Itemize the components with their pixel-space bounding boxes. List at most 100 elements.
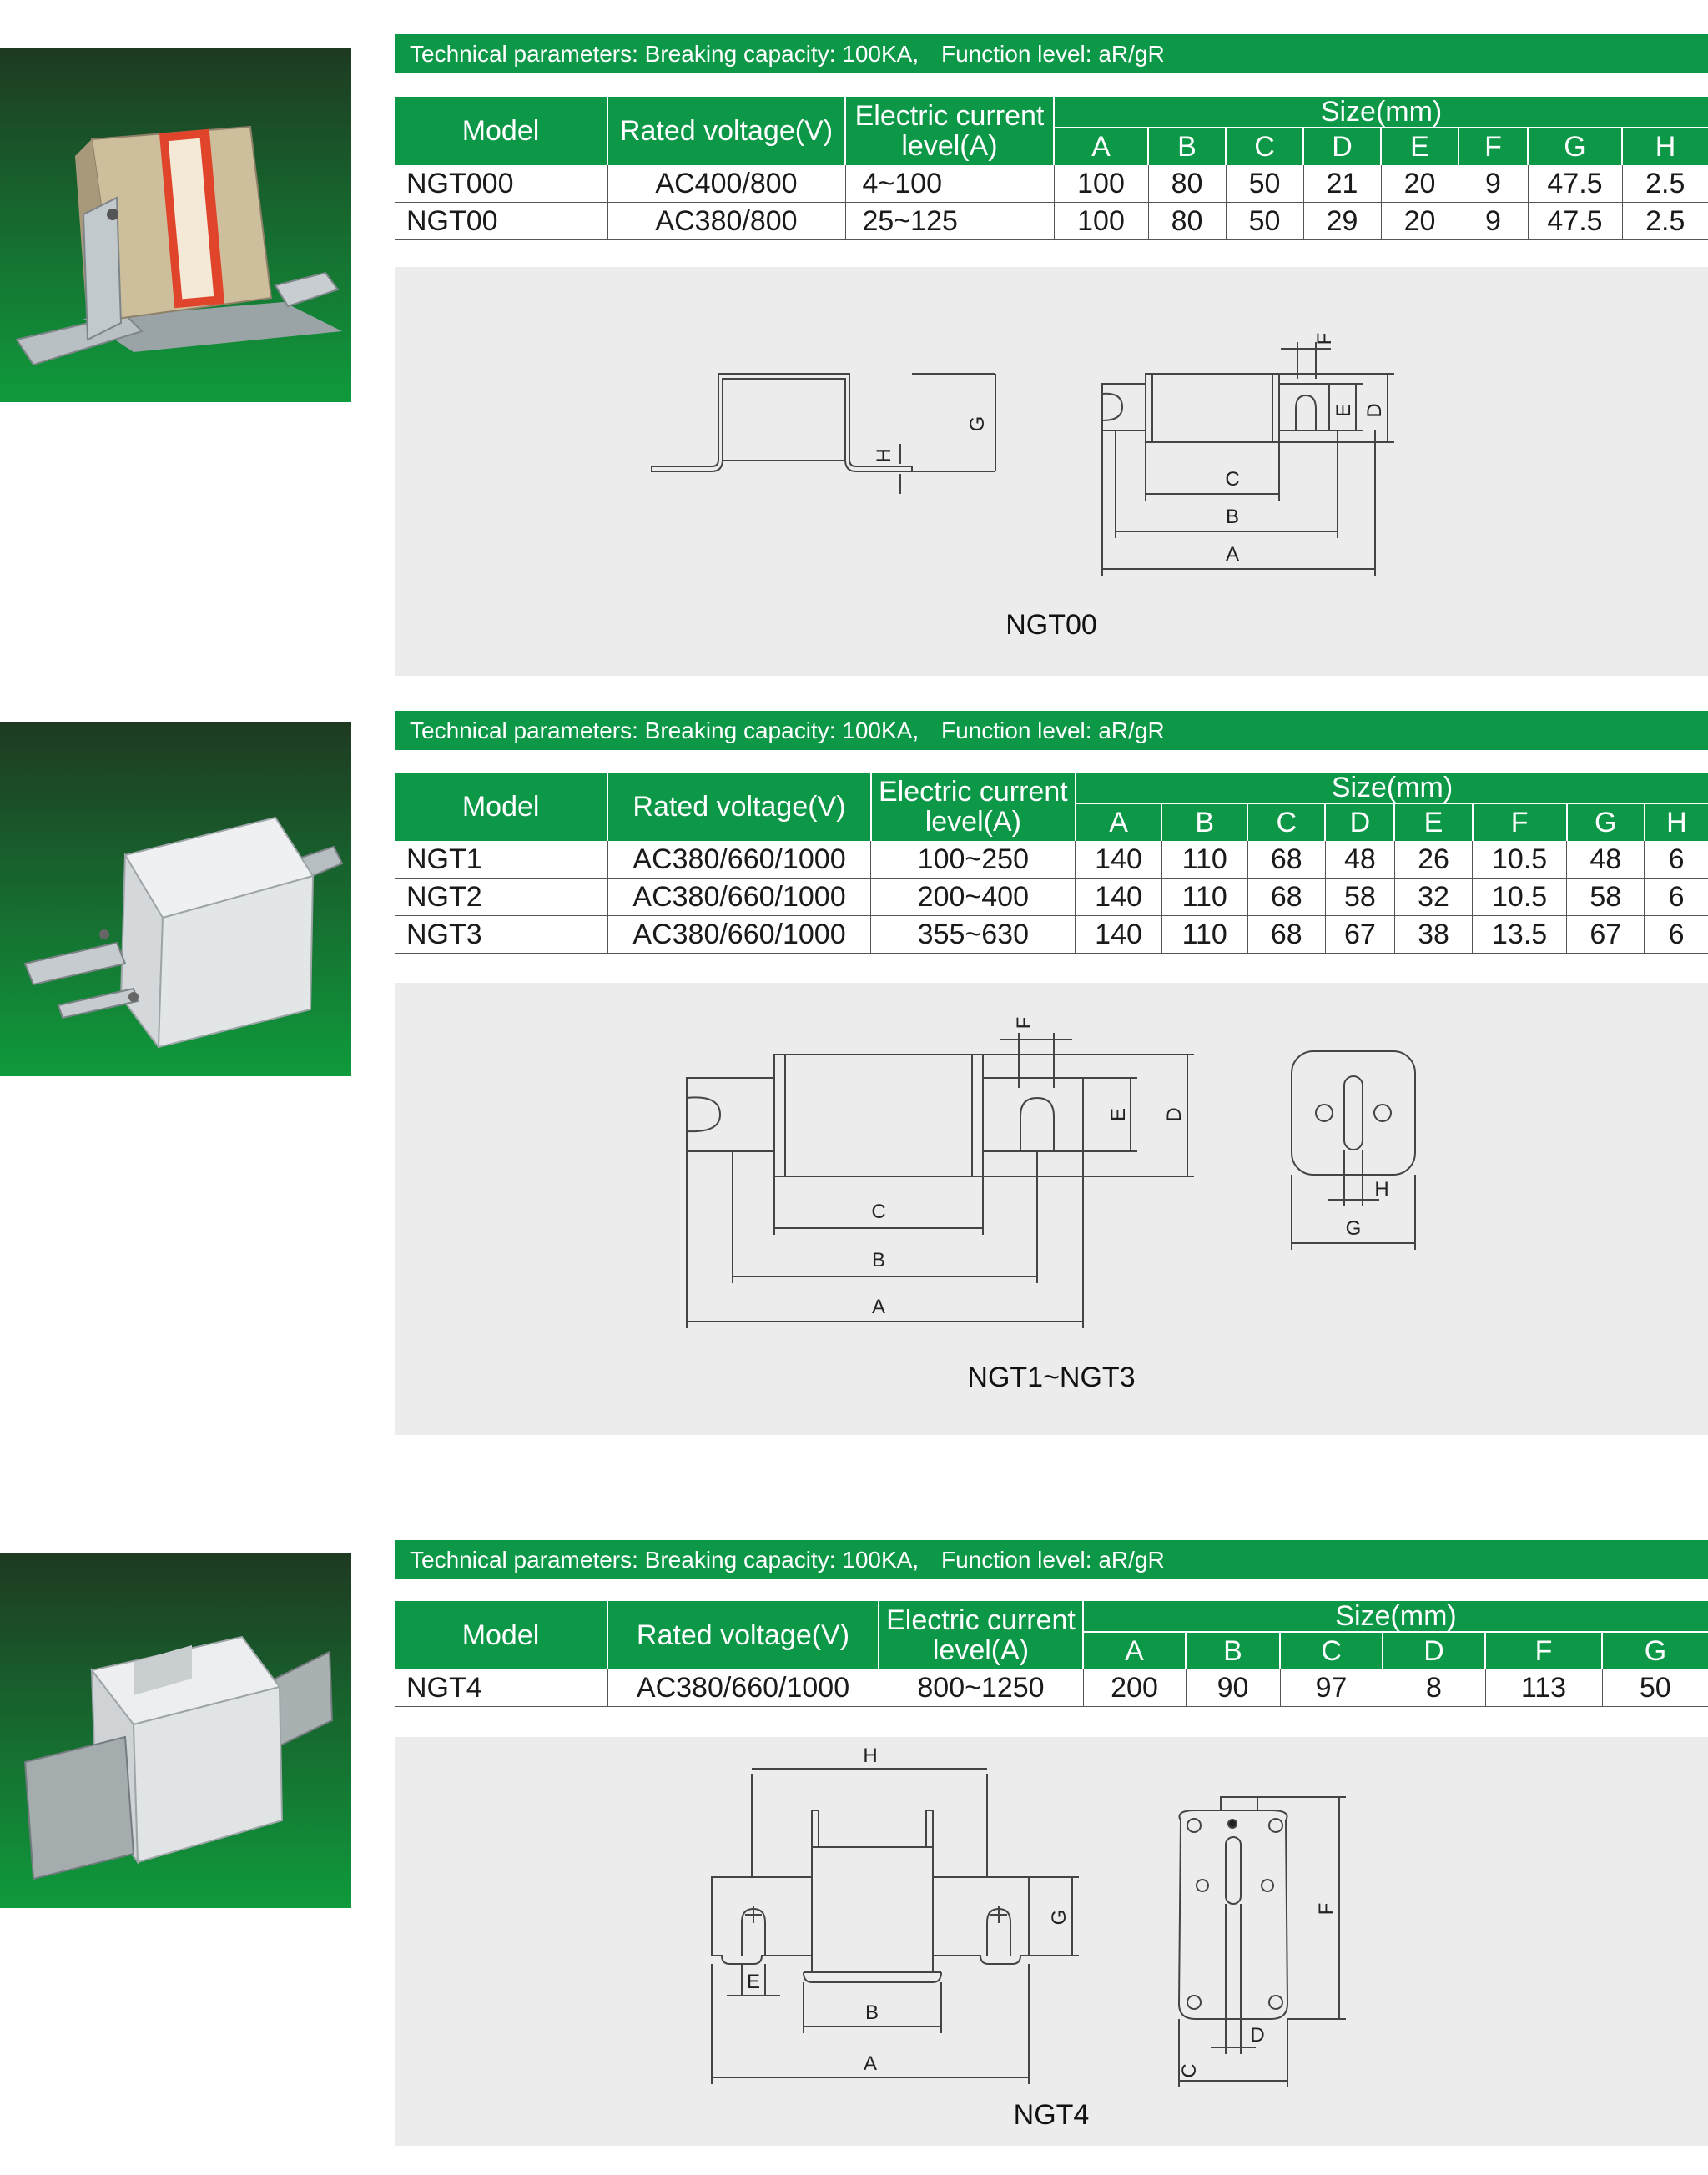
cell-size: 13.5 <box>1472 915 1567 954</box>
dim-label-f: F <box>1315 1903 1338 1916</box>
dim-line-g <box>1291 1175 1416 1250</box>
dim-label-e: E <box>747 1971 760 1993</box>
dim-line-e <box>727 1964 780 1996</box>
tech-params-banner: Technical parameters: Breaking capacity:… <box>395 1540 1708 1579</box>
dim-label-h: H <box>1374 1178 1388 1201</box>
dim-label-b: B <box>1226 506 1239 528</box>
cell-current: 200~400 <box>870 878 1076 916</box>
dim-label-a: A <box>872 1296 885 1318</box>
cell-model: NGT3 <box>395 915 608 954</box>
fuse-body <box>811 1846 934 1973</box>
header-model: Model <box>395 773 608 841</box>
function-level-text: Function level: aR/gR <box>941 1547 1165 1573</box>
cell-size: 9 <box>1458 165 1528 203</box>
slot-centers <box>745 1906 1007 1923</box>
cell-size: 6 <box>1644 878 1708 916</box>
size-col-header: G <box>1601 1631 1708 1669</box>
right-blade <box>932 1876 1030 1965</box>
dim-line-d <box>1211 1904 1256 2054</box>
cell-size: 6 <box>1644 841 1708 879</box>
dim-label-b: B <box>865 2001 879 2024</box>
dim-label-g: G <box>966 416 989 432</box>
screw-mid-left <box>1196 1879 1209 1892</box>
cell-size: 48 <box>1324 841 1395 879</box>
dim-line-c <box>1145 442 1280 501</box>
dim-line-f <box>1000 1033 1072 1088</box>
size-col-header: B <box>1185 1631 1280 1669</box>
dim-label-c: C <box>1178 2063 1201 2077</box>
dim-line-b <box>803 1982 942 2033</box>
cell-voltage: AC400/800 <box>607 165 845 203</box>
header-model: Model <box>395 97 607 165</box>
header-size: Size(mm) <box>1052 97 1708 128</box>
size-col-header: D <box>1302 127 1381 165</box>
dimension-drawing-ngt00: C B A E D F G H NGT00 <box>395 267 1708 676</box>
dim-label-d: D <box>1163 1107 1186 1121</box>
cell-size: 26 <box>1393 841 1473 879</box>
size-col-header: F <box>1471 803 1567 841</box>
cell-size: 68 <box>1247 841 1326 879</box>
table-row: NGT4 AC380/660/1000 800~1250 200 90 97 8… <box>395 1669 1708 1707</box>
top-view-body <box>1145 373 1280 443</box>
end-view-slot <box>1343 1075 1363 1150</box>
size-col-header: D <box>1324 803 1395 841</box>
breaking-capacity-text: Technical parameters: Breaking capacity:… <box>410 1547 919 1573</box>
right-tab <box>982 1077 1084 1152</box>
size-col-header: C <box>1247 803 1326 841</box>
cell-model: NGT2 <box>395 878 608 916</box>
size-col-header: F <box>1458 127 1528 165</box>
size-col-header: A <box>1053 127 1148 165</box>
cell-size: 47.5 <box>1527 165 1622 203</box>
product-photo-ngt4 <box>0 1553 351 1908</box>
dim-label-h: H <box>863 1745 877 1767</box>
header-current: Electric current level(A) <box>878 1601 1083 1669</box>
breaking-capacity-text: Technical parameters: Breaking capacity:… <box>410 717 919 743</box>
cell-size: 90 <box>1185 1669 1280 1707</box>
header-size: Size(mm) <box>1082 1601 1708 1632</box>
size-col-header: C <box>1225 127 1303 165</box>
screw-top-right <box>1268 1818 1283 1833</box>
cell-size: 9 <box>1458 202 1528 240</box>
diagram-caption: NGT4 <box>1014 2099 1090 2131</box>
dim-line-b <box>732 1151 1038 1283</box>
screw-bottom-right <box>1268 1995 1283 2010</box>
cell-model: NGT00 <box>395 202 607 240</box>
cell-size: 50 <box>1601 1669 1708 1707</box>
dim-label-a: A <box>1226 543 1239 566</box>
table-row: NGT2 AC380/660/1000 200~400 140 110 68 5… <box>395 878 1708 916</box>
cell-size: 50 <box>1225 202 1303 240</box>
cell-size: 67 <box>1324 915 1395 954</box>
cell-size: 100 <box>1053 165 1148 203</box>
dim-label-d: D <box>1363 403 1386 417</box>
end-view-body <box>1291 1050 1416 1176</box>
size-col-header: B <box>1147 127 1226 165</box>
left-tab-slot <box>686 1096 722 1133</box>
dim-line-b <box>1115 430 1338 538</box>
cell-size: 113 <box>1484 1669 1602 1707</box>
breaking-capacity-text: Technical parameters: Breaking capacity:… <box>410 41 919 67</box>
dim-label-h: H <box>873 448 895 462</box>
cell-size: 97 <box>1279 1669 1383 1707</box>
table-row: NGT000 AC400/800 4~100 100 80 50 21 20 9… <box>395 165 1708 203</box>
cell-voltage: AC380/800 <box>607 202 845 240</box>
diagram-caption: NGT1~NGT3 <box>967 1362 1135 1393</box>
cell-size: 58 <box>1324 878 1395 916</box>
tech-params-banner: Technical parameters: Breaking capacity:… <box>395 34 1708 73</box>
screw-bottom-left <box>1187 1995 1202 2010</box>
cell-size: 6 <box>1644 915 1708 954</box>
dim-label-d: D <box>1250 2024 1264 2047</box>
screw-top-left <box>1187 1818 1202 1833</box>
top-view-body-caps <box>1151 374 1273 442</box>
header-voltage: Rated voltage(V) <box>607 773 871 841</box>
top-view-left-tab <box>1101 383 1146 431</box>
dim-line-g <box>1029 1876 1079 1956</box>
top-clips <box>811 1810 934 1847</box>
dim-line-h <box>751 1768 988 1877</box>
cell-size: 100 <box>1053 202 1148 240</box>
cell-size: 68 <box>1247 878 1326 916</box>
dim-line-e <box>1329 383 1363 431</box>
dim-label-c: C <box>1225 468 1239 491</box>
end-view-indicator <box>1227 1819 1237 1829</box>
cell-size: 68 <box>1247 915 1326 954</box>
left-blade <box>711 1876 813 1965</box>
